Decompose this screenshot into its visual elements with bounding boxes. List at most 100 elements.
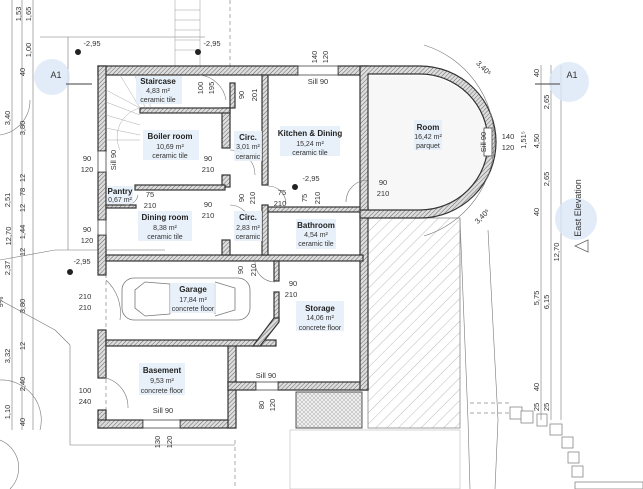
room-area: 16,42 m² <box>414 134 442 141</box>
dim: 90 <box>379 178 387 187</box>
dim: 90 <box>204 200 212 209</box>
room-boiler-room: Boiler room 10,69 m² ceramic tile <box>148 132 193 160</box>
room-floor: ceramic tile <box>298 241 334 248</box>
arc-dimension <box>423 44 495 237</box>
room-name: Basement <box>143 366 182 375</box>
dim: 2,65 <box>542 172 551 187</box>
dim: 210 <box>248 192 257 205</box>
room-area: 3,01 m² <box>236 144 260 151</box>
room-name: Bathroom <box>297 221 335 230</box>
walls <box>97 65 497 429</box>
room-floor: concrete floor <box>172 306 215 313</box>
elevation-triangle-icon <box>574 239 589 253</box>
dim: 12,70 <box>4 227 13 246</box>
dimension-chain-left: 1,53 1,65 1,00 40 3,40 3,80 2,51 12 78 1… <box>0 0 34 430</box>
dim: 4,50 <box>532 134 541 149</box>
section-marker-right[interactable]: A1 <box>535 62 589 102</box>
room-room: Room 16,42 m² parquet <box>414 123 442 150</box>
room-name: Circ. <box>239 133 257 142</box>
dim: 210 <box>144 201 157 210</box>
dim: 210 <box>313 192 322 205</box>
room-circulation-lower: Circ. 2,83 m² ceramic <box>236 213 261 241</box>
room-area: 2,83 m² <box>236 225 260 232</box>
dim: 210 <box>274 199 287 208</box>
room-staircase: Staircase 4,83 m² ceramic tile <box>140 77 176 104</box>
dim: 210 <box>79 292 92 301</box>
room-floor: parquet <box>416 143 440 150</box>
room-name: Dining room <box>141 213 188 222</box>
room-area: 14,06 m² <box>306 315 334 322</box>
dim: 1,51⁵ <box>519 131 528 149</box>
room-label-backgrounds <box>107 76 442 395</box>
dim: 25 <box>532 403 541 411</box>
section-label: A1 <box>566 70 577 80</box>
room-area: 4,54 m² <box>304 232 328 239</box>
dim: 100 <box>79 386 92 395</box>
room-kitchen-dining: Kitchen & Dining 15,24 m² ceramic tile <box>278 129 343 157</box>
dim: 5,75 <box>532 291 541 306</box>
dim: 90 <box>204 154 212 163</box>
room-garage: Garage 17,84 m² concrete floor <box>172 285 215 313</box>
planter <box>295 391 363 429</box>
terrace <box>367 217 461 429</box>
room-area: 15,24 m² <box>296 141 324 148</box>
dim: 40 <box>532 69 541 77</box>
dim: 210 <box>202 211 215 220</box>
dim: 3,40⁵ <box>474 59 493 78</box>
dim: 12 <box>18 204 27 212</box>
dim: 3,32 <box>3 349 12 364</box>
dim: 201 <box>250 89 259 102</box>
dim: 40 <box>532 208 541 216</box>
dim: 3,80 <box>18 299 27 314</box>
dim: 80 <box>257 401 266 409</box>
room-area: 0,67 m² <box>108 197 132 204</box>
level-markers: -2,95 -2,95 -2,95 -2,95 <box>67 39 320 275</box>
dim: 195 <box>207 82 216 95</box>
room-floor: ceramic <box>236 234 261 241</box>
dim: 210 <box>79 303 92 312</box>
section-label: A1 <box>50 70 61 80</box>
room-circulation-upper: Circ. 3,01 m² ceramic <box>236 133 261 161</box>
dim: 1,00 <box>24 43 33 58</box>
dim: 12,70 <box>552 243 561 262</box>
dim: Sill 90 <box>256 371 276 380</box>
room-name: Staircase <box>140 77 176 86</box>
dim: 210 <box>202 165 215 174</box>
dim: 25 <box>542 403 551 411</box>
dim: 40 <box>18 68 27 76</box>
dim: 2,51 <box>3 193 12 208</box>
room-area: 9,53 m² <box>150 378 174 385</box>
stepping-stones <box>509 406 643 489</box>
room-area: 17,84 m² <box>179 297 207 304</box>
dim: 120 <box>165 436 174 449</box>
dim: 2,65 <box>542 95 551 110</box>
site-lines <box>0 0 510 489</box>
dim: 120 <box>321 51 330 64</box>
dim: 1,10 <box>3 405 12 420</box>
room-pantry: Pantry 0,67 m² <box>108 187 133 204</box>
dim: 210 <box>249 264 258 277</box>
room-floor: ceramic tile <box>292 150 328 157</box>
dim: 40 <box>18 418 27 426</box>
dim: 3,40 <box>3 111 12 126</box>
dim: 90 <box>237 194 246 202</box>
room-area: 10,69 m² <box>156 144 184 151</box>
dim: 40 <box>532 383 541 391</box>
room-storage: Storage 14,06 m² concrete floor <box>299 304 342 332</box>
section-marker-left[interactable]: A1 <box>34 59 92 95</box>
windows[interactable] <box>97 65 493 429</box>
elevation-marker[interactable]: East Elevation <box>555 179 597 253</box>
dim: 2,40 <box>18 377 27 392</box>
room-floor: ceramic tile <box>152 153 188 160</box>
dim: 140 <box>310 51 319 64</box>
dim: 75 <box>300 194 309 202</box>
dim: 240 <box>79 397 92 406</box>
dim: 130 <box>153 436 162 449</box>
dim: 1,65 <box>24 7 33 22</box>
dim: 78 <box>18 188 27 196</box>
dim: 6,15 <box>542 295 551 310</box>
room-floor: concrete floor <box>299 325 342 332</box>
dim: 120 <box>81 165 94 174</box>
room-floor: ceramic <box>236 154 261 161</box>
level-label: -2,95 <box>203 39 220 48</box>
